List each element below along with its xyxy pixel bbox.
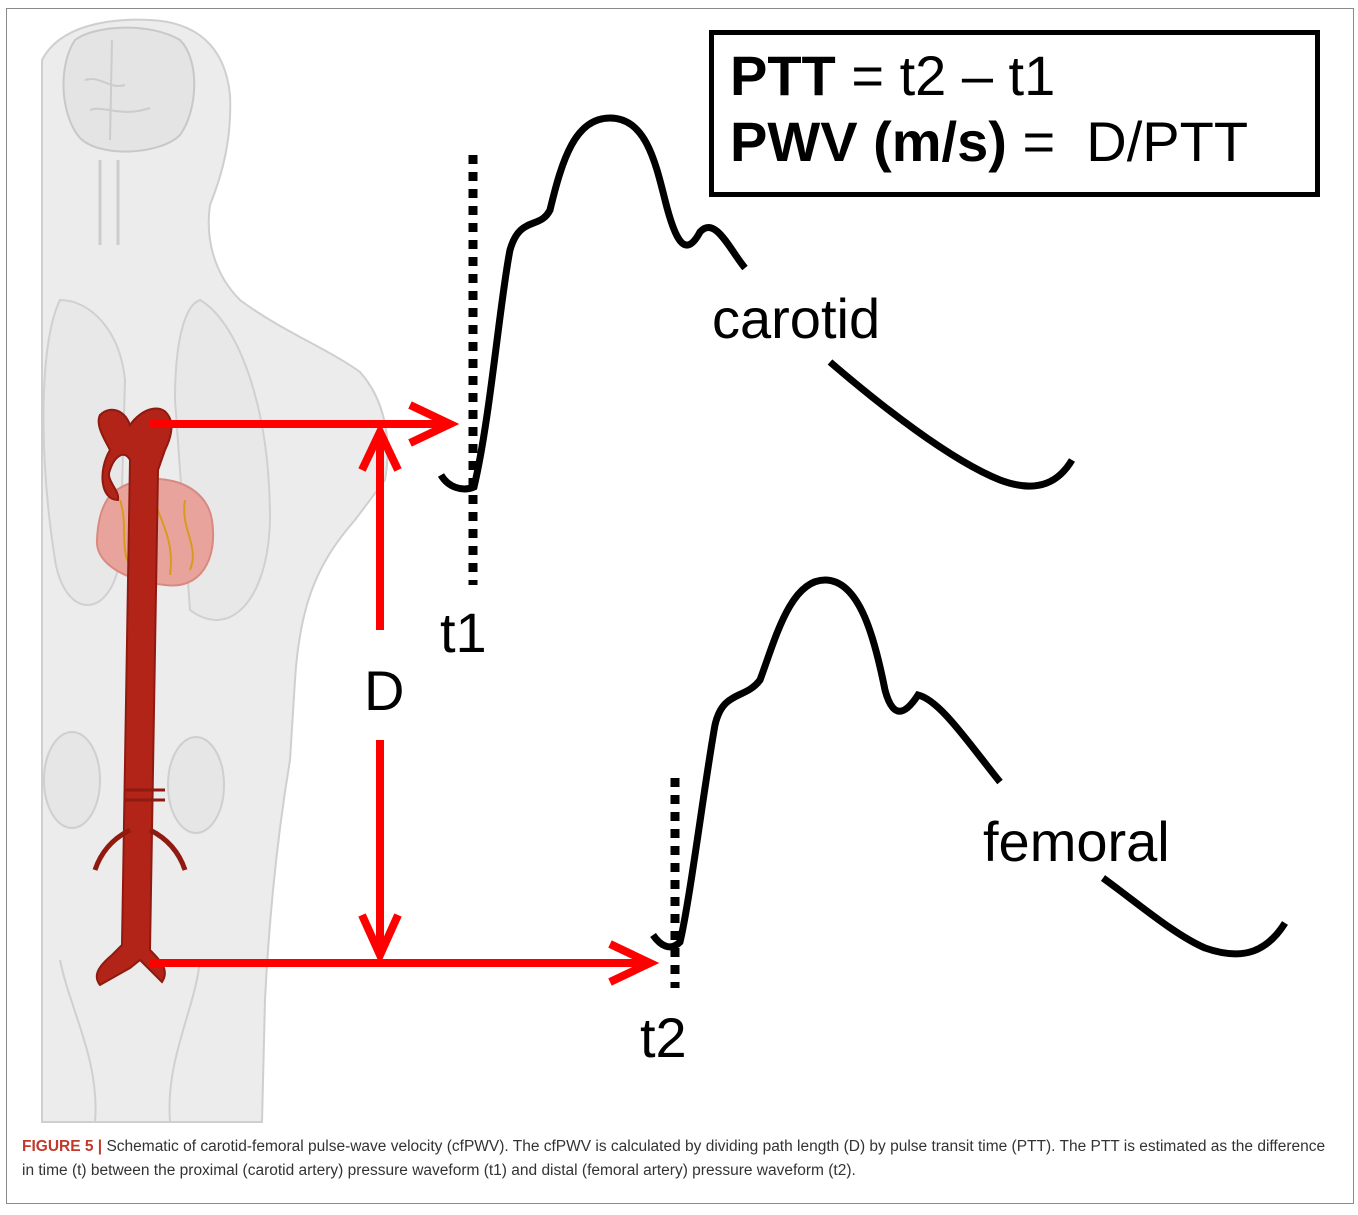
brain-outline (64, 28, 195, 152)
femoral-waveform (653, 580, 1285, 954)
pwv-formula: PWV (m/s) = D/PTT (730, 109, 1315, 175)
d-label: D (364, 659, 404, 722)
ptt-formula-rhs: = t2 – t1 (836, 44, 1056, 107)
t1-label: t1 (440, 601, 487, 664)
ptt-formula: PTT = t2 – t1 (730, 43, 1315, 109)
figure-number: FIGURE 5 | (22, 1138, 102, 1155)
human-body-silhouette (42, 20, 388, 1122)
caption-text: Schematic of carotid-femoral pulse-wave … (22, 1138, 1325, 1179)
ptt-formula-lhs: PTT (730, 44, 836, 107)
figure-caption: FIGURE 5 | Schematic of carotid-femoral … (22, 1135, 1332, 1183)
pwv-formula-lhs: PWV (m/s) (730, 110, 1007, 173)
kidney-right (168, 737, 224, 833)
formula-box: PTT = t2 – t1 PWV (m/s) = D/PTT (709, 30, 1320, 197)
carotid-label: carotid (712, 287, 880, 350)
pwv-formula-rhs: = D/PTT (1007, 110, 1248, 173)
kidney-left (44, 732, 100, 828)
t2-label: t2 (640, 1006, 687, 1069)
femoral-label: femoral (983, 810, 1170, 873)
